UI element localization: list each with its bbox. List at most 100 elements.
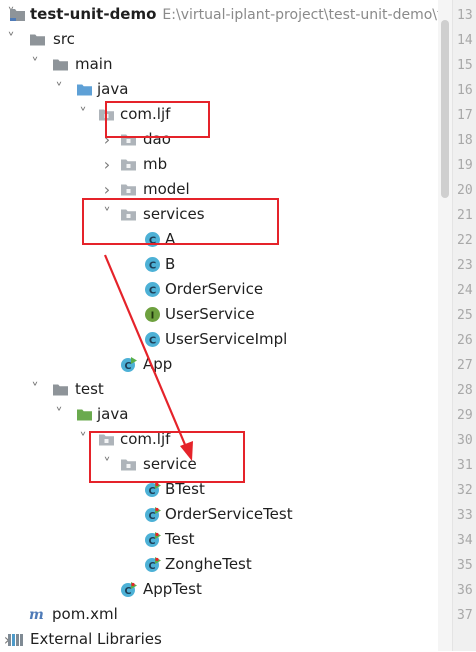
line-number: 18 [457,133,473,148]
chevron-down-icon[interactable]: ˅ [103,455,111,473]
tree-node-label: ZongheTest [165,555,252,573]
line-number: 22 [457,233,473,248]
package-icon [120,456,137,473]
folder-icon [52,381,69,398]
line-number: 28 [457,383,473,398]
tree-node-pom-xml[interactable]: m pom.xml [0,602,438,627]
chevron-right-icon[interactable]: › [3,630,11,649]
tree-node-src[interactable]: ˅ src [0,27,438,52]
maven-icon: m [29,606,46,623]
line-number: 34 [457,533,473,548]
tree-node-label: UserServiceImpl [165,330,288,348]
chevron-down-icon[interactable]: ˅ [55,80,63,98]
chevron-down-icon[interactable]: ˅ [31,380,39,398]
line-number: 32 [457,483,473,498]
tree-node-label: pom.xml [52,605,118,623]
svg-text:C: C [149,536,156,547]
svg-text:C: C [149,486,156,497]
scrollbar-thumb[interactable] [441,20,449,198]
tree-node-test-unit-demo[interactable]: ˅test-unit-demoE:\virtual-iplant-project… [0,2,442,27]
line-number: 19 [457,158,473,173]
tree-node-com-ljf[interactable]: ˅ com.ljf [0,102,438,127]
tree-node-label: OrderService [165,280,264,298]
tree-node-mb[interactable]: › mb [0,152,438,177]
line-number: 26 [457,333,473,348]
tree-node-label: A [165,230,176,248]
folder-icon [52,56,69,73]
tree-node-label: model [143,180,190,198]
tree-node-btest[interactable]: C BTest [0,477,438,502]
chevron-down-icon[interactable]: ˅ [79,430,87,448]
interface-icon: I [144,306,161,323]
line-number: 36 [457,583,473,598]
tree-node-label: UserService [165,305,255,323]
line-number: 23 [457,258,473,273]
tree-node-label: com.ljf [120,430,171,448]
tree-node-java[interactable]: ˅ java [0,77,438,102]
tree-node-model[interactable]: › model [0,177,438,202]
tree-node-label: com.ljf [120,105,171,123]
tree-node-label: java [97,405,129,423]
test-class-icon: C [144,506,161,523]
tree-node-label: App [143,355,173,373]
svg-text:C: C [149,286,156,297]
tree-node-main[interactable]: ˅ main [0,52,438,77]
class-icon: C [144,331,161,348]
tree-node-label: services [143,205,205,223]
tree-node-java[interactable]: ˅ java [0,402,438,427]
chevron-down-icon[interactable]: ˅ [7,30,15,48]
chevron-down-icon[interactable]: ˅ [55,405,63,423]
tree-node-zonghetest[interactable]: C ZongheTest [0,552,438,577]
svg-text:m: m [29,607,44,623]
tree-node-label: test [75,380,104,398]
line-number: 37 [457,608,473,623]
line-number: 17 [457,108,473,123]
tree-scrollbar[interactable] [438,0,452,651]
test-class-icon: C [120,581,137,598]
chevron-right-icon[interactable]: › [103,155,111,174]
test-source-folder-icon [76,406,93,423]
tree-node-label: BTest [165,480,205,498]
tree-node-label: main [75,55,113,73]
folder-icon [29,31,46,48]
chevron-down-icon[interactable]: ˅ [79,105,87,123]
line-number: 25 [457,308,473,323]
tree-node-test[interactable]: ˅ test [0,377,438,402]
tree-node-com-ljf[interactable]: ˅ com.ljf [0,427,438,452]
tree-node-external-libraries[interactable]: ›External Libraries [0,627,438,652]
annotation-box-main-package [105,101,210,138]
svg-text:C: C [149,261,156,272]
tree-node-label: dao [143,130,171,148]
tree-node-label: OrderServiceTest [165,505,293,523]
tree-node-label: service [143,455,197,473]
line-number: 16 [457,83,473,98]
class-icon: C [144,256,161,273]
test-class-icon: C [144,531,161,548]
chevron-down-icon[interactable]: ˅ [31,55,39,73]
project-tree: ˅ test-unit-demoE:\virtual-iplant-project… [0,2,443,652]
package-icon [120,181,137,198]
line-number: 35 [457,558,473,573]
chevron-right-icon[interactable]: › [103,130,111,149]
package-icon [120,206,137,223]
line-number: 20 [457,183,473,198]
tree-node-service[interactable]: ˅ service [0,452,438,477]
line-number: 33 [457,508,473,523]
line-number: 15 [457,58,473,73]
project-path: E:\virtual-iplant-project\test-unit-demo… [162,7,443,23]
tree-node-apptest[interactable]: C AppTest [0,577,438,602]
tree-node-label: AppTest [143,580,202,598]
chevron-down-icon[interactable]: ˅ [103,205,111,223]
svg-text:C: C [149,561,156,572]
tree-node-services[interactable]: ˅ services [0,202,438,227]
chevron-right-icon[interactable]: › [103,180,111,199]
tree-node-orderservice[interactable]: C OrderService [0,277,438,302]
